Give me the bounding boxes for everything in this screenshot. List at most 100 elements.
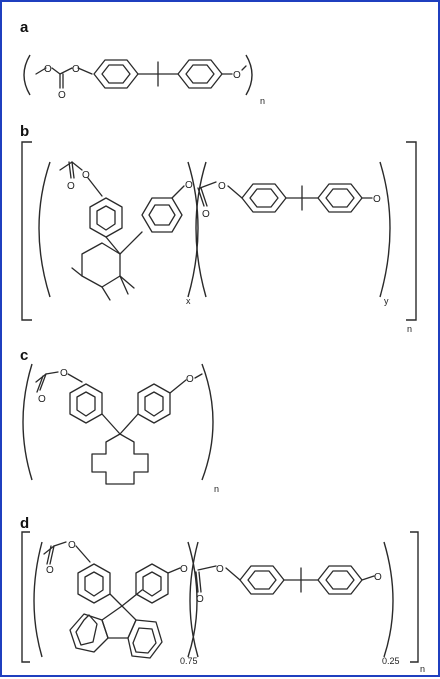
oxygen-label: O: [185, 180, 193, 191]
methyl-groups: [71, 267, 135, 301]
bracket-open-x: [38, 161, 51, 298]
subscript-n: n: [260, 96, 265, 106]
benzene-ring-inner: [249, 188, 279, 208]
bond: [105, 236, 121, 255]
subscript-x: x: [186, 296, 191, 306]
subscript-n: n: [214, 484, 219, 494]
carbonate-bonds-d: [43, 541, 91, 565]
fluorene-unit: [69, 605, 163, 659]
panel-a: a O O O O n: [20, 19, 265, 106]
benzene-ring-inner: [142, 571, 162, 597]
bond: [171, 185, 185, 199]
oxygen-label: O: [46, 565, 54, 576]
panel-label-c: c: [20, 347, 28, 364]
carbonate-bonds-a: [35, 67, 93, 89]
bracket-close-y: [379, 161, 391, 298]
outer-bracket-open-b: [21, 141, 32, 321]
benzene-ring-inner: [144, 391, 164, 417]
oxygen-label: O: [202, 209, 210, 220]
bond: [121, 589, 143, 607]
subscript-0-75: 0.75: [180, 656, 198, 666]
panel-label-b: b: [20, 123, 29, 140]
oxygen-label: O: [180, 564, 188, 575]
benzene-ring-inner: [84, 571, 104, 597]
end-bond: [194, 373, 203, 379]
benzene-ring: [93, 59, 139, 89]
bracket-close-075: [187, 541, 198, 658]
bracket-close-x: [187, 161, 199, 298]
bracket-open-y: [195, 161, 207, 298]
outer-bracket-close-d: [410, 531, 419, 663]
bond: [119, 413, 139, 435]
subscript-n: n: [420, 664, 425, 674]
panel-label-d: d: [20, 515, 29, 532]
panel-label-a: a: [20, 19, 29, 36]
isopropylidene-d: [283, 567, 319, 593]
benzene-ring-inner: [101, 64, 131, 84]
subscript-n: n: [407, 324, 412, 334]
outer-bracket-open-d: [21, 531, 30, 663]
carbonate-bonds-c: [35, 371, 83, 393]
benzene-ring-inner: [148, 204, 176, 226]
benzene-ring: [135, 563, 169, 604]
benzene-ring: [317, 183, 363, 213]
bracket-open-025: [189, 541, 199, 658]
benzene-ring-inner: [96, 205, 116, 231]
bond: [101, 413, 121, 435]
benzene-ring-inner: [325, 188, 355, 208]
oxygen-label: O: [44, 64, 52, 75]
panel-d: d O O O 0.75: [20, 515, 425, 674]
bond: [109, 593, 123, 607]
outer-bracket-close-b: [406, 141, 417, 321]
bond: [169, 379, 187, 394]
isopropylidene-b: [285, 185, 319, 211]
benzene-ring: [141, 197, 183, 233]
oxygen-label: O: [82, 170, 90, 181]
oxygen-label: O: [38, 394, 46, 405]
benzene-ring: [177, 59, 223, 89]
oxygen-label: O: [216, 564, 224, 575]
bracket-open-075: [33, 541, 43, 658]
benzene-ring: [77, 563, 111, 604]
carbonate-bonds-b: [59, 161, 103, 197]
oxygen-label: O: [72, 64, 80, 75]
bond: [167, 567, 181, 574]
bond: [119, 231, 143, 255]
oxygen-label: O: [186, 374, 194, 385]
benzene-ring: [137, 383, 171, 424]
bracket-open-a: [23, 54, 31, 96]
oxygen-label: O: [58, 90, 66, 101]
benzene-ring: [241, 183, 287, 213]
bracket-open-c: [22, 363, 33, 481]
carbonate-bonds-d2: [195, 565, 241, 593]
bracket-close-c: [201, 363, 214, 481]
end-bond: [241, 65, 247, 71]
subscript-0-25: 0.25: [382, 656, 400, 666]
carbonate-bonds-b2: [197, 181, 243, 207]
isopropylidene-a: [137, 61, 179, 87]
oxygen-label: O: [196, 594, 204, 605]
oxygen-label: O: [374, 572, 382, 583]
cyclohexane-ring: [81, 242, 121, 288]
benzene-ring-inner: [247, 570, 277, 590]
oxygen-label: O: [60, 368, 68, 379]
panel-c: c O O O n: [20, 347, 219, 494]
oxygen-label: O: [218, 181, 226, 192]
benzene-ring: [69, 383, 103, 424]
oxygen-label: O: [233, 70, 241, 81]
oxygen-label: O: [373, 194, 381, 205]
benzene-ring-inner: [76, 391, 96, 417]
subscript-y: y: [384, 296, 389, 306]
benzene-ring: [317, 565, 363, 595]
cyclododecane-ring: [91, 433, 149, 485]
ether-bond: [361, 575, 375, 581]
benzene-ring-inner: [325, 570, 355, 590]
bracket-close-025: [383, 541, 394, 658]
oxygen-label: O: [67, 181, 75, 192]
bracket-close-a: [245, 54, 253, 96]
oxygen-label: O: [68, 540, 76, 551]
benzene-ring: [239, 565, 285, 595]
panel-b: b O O O x: [20, 123, 417, 334]
